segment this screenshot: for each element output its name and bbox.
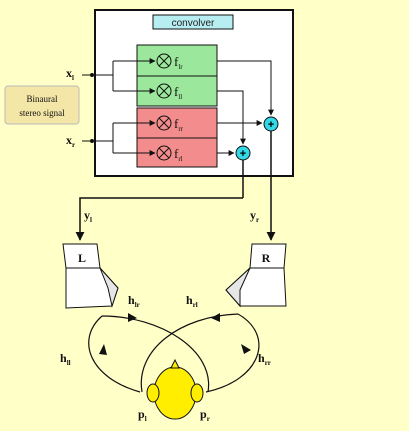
right-speaker: R (225, 243, 287, 308)
transfer-label-hrr: hrr (258, 351, 271, 367)
output-label-yl: yl (84, 208, 92, 224)
multiply-icon (156, 83, 172, 99)
source-label-line1: Binaural (27, 94, 58, 104)
source-label-box (4, 85, 80, 125)
path-hll (88, 315, 141, 393)
output-label-yr: yr (250, 208, 259, 224)
wire-arrow (75, 197, 243, 241)
filter-label-frr: frr (174, 116, 184, 133)
path-hrr (205, 313, 260, 393)
ear-label-pr: pr (200, 407, 210, 423)
filter-label-flr: flr (174, 54, 183, 71)
plus-icon: + (268, 119, 274, 131)
convolver-title-box (152, 14, 234, 30)
path-hlr (101, 315, 210, 393)
junction-dot (90, 73, 94, 77)
filter-label-frl: frl (174, 146, 183, 163)
path-arrow (211, 313, 220, 322)
source-label-line2: stereo signal (19, 108, 65, 118)
junction-dot (90, 139, 94, 143)
input-label-xl: xl (66, 66, 74, 82)
wire-arrow (217, 90, 246, 145)
multiply-icon (156, 53, 172, 69)
filter-label-fll: fll (174, 84, 182, 101)
path-arrow (128, 313, 137, 322)
speaker-label-right: R (262, 251, 271, 265)
transfer-label-hll: hll (60, 351, 71, 367)
path-arrow (99, 344, 107, 355)
multiply-icon (156, 145, 172, 161)
wire-arrow (217, 60, 274, 116)
input-label-xr: xr (66, 133, 75, 149)
speaker-label-left: L (78, 251, 86, 265)
left-speaker: L (62, 243, 119, 309)
ear-label-pl: pl (138, 407, 147, 423)
path-arrow (241, 344, 251, 354)
convolver-title: convolver (172, 18, 215, 29)
plus-icon: + (240, 148, 246, 160)
transfer-label-hrl: hrl (186, 293, 198, 309)
transfer-label-hlr: hlr (128, 293, 140, 309)
listener-head-icon (146, 358, 204, 420)
multiply-icon (156, 115, 172, 131)
